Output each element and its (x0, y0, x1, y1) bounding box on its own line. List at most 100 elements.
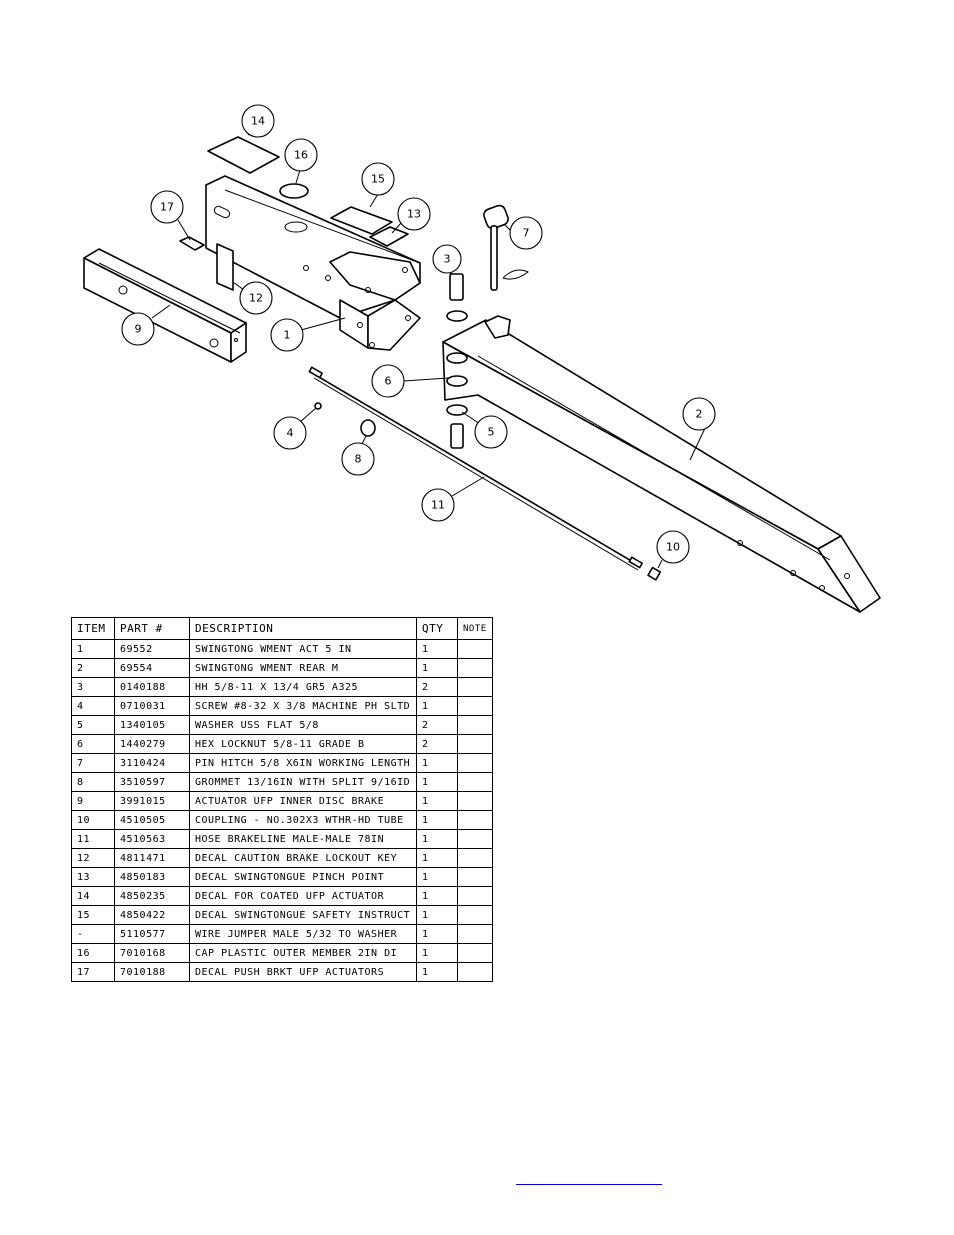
svg-text:8: 8 (355, 453, 362, 466)
svg-text:12: 12 (249, 292, 263, 305)
qty-cell: 1 (416, 810, 458, 830)
callout-5: 5 (474, 415, 508, 449)
header-description: DESCRIPTION (189, 617, 417, 640)
header-part: PART # (114, 617, 190, 640)
svg-text:1: 1 (284, 329, 291, 342)
note-cell (457, 791, 493, 811)
svg-text:5: 5 (488, 426, 495, 439)
item-cell: 11 (71, 829, 115, 849)
item-cell: 8 (71, 772, 115, 792)
callout-13: 13 (397, 197, 431, 231)
header-qty: QTY (416, 617, 458, 640)
part-number-cell: 3510597 (114, 772, 190, 792)
header-note: NOTE (457, 617, 493, 640)
svg-text:14: 14 (251, 115, 265, 128)
item-cell: 7 (71, 753, 115, 773)
note-cell (457, 772, 493, 792)
callout-16: 16 (284, 138, 318, 172)
part-number-cell: 3991015 (114, 791, 190, 811)
qty-cell: 1 (416, 943, 458, 963)
part-number-cell: 4811471 (114, 848, 190, 868)
item-cell: - (71, 924, 115, 944)
item-cell: 17 (71, 962, 115, 982)
screw-4-drawing (314, 402, 322, 410)
description-cell: DECAL FOR COATED UFP ACTUATOR (189, 886, 417, 906)
part-number-cell: 5110577 (114, 924, 190, 944)
note-cell (457, 753, 493, 773)
description-cell: CAP PLASTIC OUTER MEMBER 2IN DI (189, 943, 417, 963)
description-cell: HEX LOCKNUT 5/8-11 GRADE B (189, 734, 417, 754)
qty-cell: 1 (416, 658, 458, 678)
qty-cell: 1 (416, 962, 458, 982)
note-cell (457, 658, 493, 678)
part-number-cell: 4850422 (114, 905, 190, 925)
hardware-drawing (446, 273, 468, 449)
callout-4: 4 (273, 416, 307, 450)
svg-text:17: 17 (160, 201, 174, 214)
item-cell: 12 (71, 848, 115, 868)
svg-text:10: 10 (666, 541, 680, 554)
svg-text:15: 15 (371, 173, 385, 186)
callout-7: 7 (509, 216, 543, 250)
table-header-row: ITEM PART # DESCRIPTION QTY NOTE (71, 617, 493, 640)
description-cell: GROMMET 13/16IN WITH SPLIT 9/16ID (189, 772, 417, 792)
note-cell (457, 810, 493, 830)
description-cell: SWINGTONG WMENT ACT 5 IN (189, 639, 417, 659)
description-cell: DECAL PUSH BRKT UFP ACTUATORS (189, 962, 417, 982)
description-cell: PIN HITCH 5/8 X6IN WORKING LENGTH (189, 753, 417, 773)
svg-text:3: 3 (444, 253, 451, 266)
item-cell: 9 (71, 791, 115, 811)
leader-lines (151, 124, 707, 569)
svg-text:11: 11 (431, 499, 445, 512)
callout-17: 17 (150, 190, 184, 224)
part-number-cell: 7010188 (114, 962, 190, 982)
part-number-cell: 0710031 (114, 696, 190, 716)
grommet-8-drawing (360, 419, 376, 437)
note-cell (457, 639, 493, 659)
description-cell: DECAL SWINGTONGUE PINCH POINT (189, 867, 417, 887)
callout-9: 9 (121, 312, 155, 346)
decal-15-drawing (330, 206, 393, 235)
part-number-cell: 4510505 (114, 810, 190, 830)
coupling-10-drawing (647, 566, 662, 581)
item-cell: 16 (71, 943, 115, 963)
note-cell (457, 905, 493, 925)
description-cell: COUPLING - NO.302X3 WTHR-HD TUBE (189, 810, 417, 830)
description-cell: WASHER USS FLAT 5/8 (189, 715, 417, 735)
qty-cell: 2 (416, 734, 458, 754)
qty-cell: 1 (416, 696, 458, 716)
footer-link[interactable] (516, 1170, 662, 1185)
inner-actuator-9-drawing (83, 248, 247, 363)
part-number-cell: 4850235 (114, 886, 190, 906)
svg-text:9: 9 (135, 323, 142, 336)
qty-cell: 1 (416, 848, 458, 868)
callout-15: 15 (361, 162, 395, 196)
callout-3: 3 (432, 244, 462, 274)
hose-11-drawing (308, 366, 643, 571)
qty-cell: 1 (416, 639, 458, 659)
description-cell: WIRE JUMPER MALE 5/32 TO WASHER (189, 924, 417, 944)
note-cell (457, 715, 493, 735)
qty-cell: 1 (416, 772, 458, 792)
decal-13-drawing (369, 226, 409, 247)
part-number-cell: 1340105 (114, 715, 190, 735)
item-cell: 10 (71, 810, 115, 830)
cap-16-drawing (279, 183, 309, 199)
svg-text:7: 7 (523, 227, 530, 240)
svg-text:4: 4 (287, 427, 294, 440)
item-cell: 13 (71, 867, 115, 887)
description-cell: DECAL CAUTION BRAKE LOCKOUT KEY (189, 848, 417, 868)
svg-text:6: 6 (385, 375, 392, 388)
item-cell: 5 (71, 715, 115, 735)
pin-hitch-7-drawing (483, 204, 529, 291)
